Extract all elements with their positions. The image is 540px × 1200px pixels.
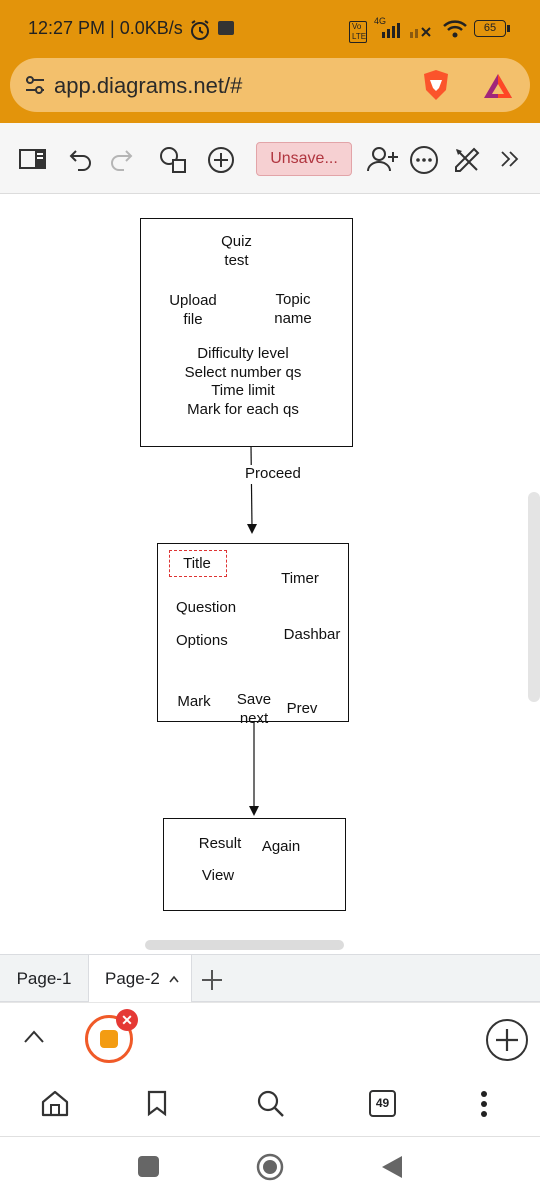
share-icon[interactable]: [366, 145, 400, 173]
recents-icon[interactable]: [138, 1156, 159, 1177]
signal-icon: [382, 23, 431, 38]
battery-icon: 65: [474, 20, 506, 37]
home-nav-icon[interactable]: [255, 1152, 285, 1182]
edit-tools-icon[interactable]: [452, 145, 482, 175]
tabs-count: 49: [375, 1096, 390, 1110]
battery-level: 65: [483, 22, 497, 34]
box1-title: Quiz test: [221, 233, 252, 269]
home-icon[interactable]: [40, 1089, 70, 1117]
box2-prev-label: Prev: [286, 700, 318, 717]
volte-badge: Vo LTE: [349, 21, 367, 43]
box3-again-label: Again: [261, 838, 301, 855]
search-icon[interactable]: [256, 1089, 286, 1119]
back-icon[interactable]: [380, 1154, 404, 1180]
page-tabs-bar: Page-1 Page-2: [0, 954, 540, 1003]
new-tab-plus-icon[interactable]: [484, 1017, 530, 1063]
box1-settings-label: Difficulty level Select number qs Time l…: [184, 345, 302, 418]
brave-rewards-icon[interactable]: [482, 72, 514, 100]
site-settings-icon[interactable]: [24, 75, 46, 95]
title-selection-outline[interactable]: [169, 550, 227, 577]
brave-shield-icon[interactable]: [420, 68, 452, 102]
box1-topic-label: Topic name: [274, 291, 312, 327]
diagram-toolbar: Unsave...: [0, 123, 540, 194]
tab-page-1[interactable]: Page-1: [16, 969, 72, 988]
bookmark-icon[interactable]: [146, 1089, 168, 1117]
shapes-icon[interactable]: [158, 145, 188, 175]
quiz-setup-box[interactable]: [140, 218, 353, 447]
chevron-up-icon[interactable]: [169, 975, 179, 983]
address-bar[interactable]: app.diagrams.net/#: [10, 58, 530, 112]
box2-question-label: Question: [176, 599, 237, 616]
browser-address-area: app.diagrams.net/#: [0, 58, 540, 123]
tab-page-2-label: Page-2: [105, 969, 160, 988]
box2-save-next-label: Save next: [236, 691, 272, 727]
box2-title-label: Title: [183, 555, 211, 572]
url-text[interactable]: app.diagrams.net/#: [54, 73, 243, 98]
wallet-icon: [100, 1030, 118, 1048]
browser-bottom-bar: ✕ 49: [0, 1002, 540, 1136]
edges-layer: [247, 445, 259, 816]
chevron-up-icon[interactable]: [22, 1027, 46, 1045]
box2-options-label: Options: [176, 632, 228, 649]
add-page-icon[interactable]: [200, 968, 224, 992]
undo-icon[interactable]: [68, 147, 94, 171]
vertical-scrollbar[interactable]: [528, 492, 540, 702]
battery-tip: [507, 25, 510, 32]
format-panel-icon[interactable]: [18, 147, 48, 171]
tab-page-2[interactable]: Page-2: [88, 955, 192, 1003]
box2-timer-label: Timer: [281, 570, 319, 587]
network-type: 4G: [374, 16, 387, 26]
brave-wallet-bubble[interactable]: [85, 1015, 133, 1063]
close-bubble-icon[interactable]: ✕: [116, 1009, 138, 1031]
proceed-edge-label: Proceed: [245, 465, 301, 484]
wifi-icon: [443, 20, 467, 38]
comments-icon[interactable]: [408, 144, 440, 176]
box2-dashbar-label: Dashbar: [283, 626, 341, 643]
box3-result-label: Result: [198, 835, 242, 852]
insert-icon[interactable]: [206, 145, 236, 175]
status-bar: 12:27 PM | 0.0KB/s Vo LTE 4G 65: [0, 0, 540, 58]
box2-mark-label: Mark: [177, 693, 211, 710]
quiz-screen-box[interactable]: [157, 543, 349, 722]
box1-upload-label: Upload file: [169, 292, 217, 328]
diagram-canvas[interactable]: Quiz test Upload file Topic name Difficu…: [0, 194, 540, 954]
result-box[interactable]: [163, 818, 346, 911]
alarm-icon: [191, 20, 209, 40]
unsaved-changes-button[interactable]: Unsave...: [256, 142, 352, 176]
status-time: 12:27 PM | 0.0KB/s: [28, 18, 183, 38]
chevron-double-right-icon[interactable]: [498, 149, 522, 169]
horizontal-scrollbar[interactable]: [145, 940, 344, 950]
more-options-icon[interactable]: [478, 1089, 490, 1119]
paytm-icon: [218, 21, 234, 35]
system-nav-bar: [0, 1136, 540, 1200]
redo-icon[interactable]: [108, 147, 134, 171]
box3-view-label: View: [201, 867, 235, 884]
tabs-count-button[interactable]: 49: [369, 1090, 396, 1117]
